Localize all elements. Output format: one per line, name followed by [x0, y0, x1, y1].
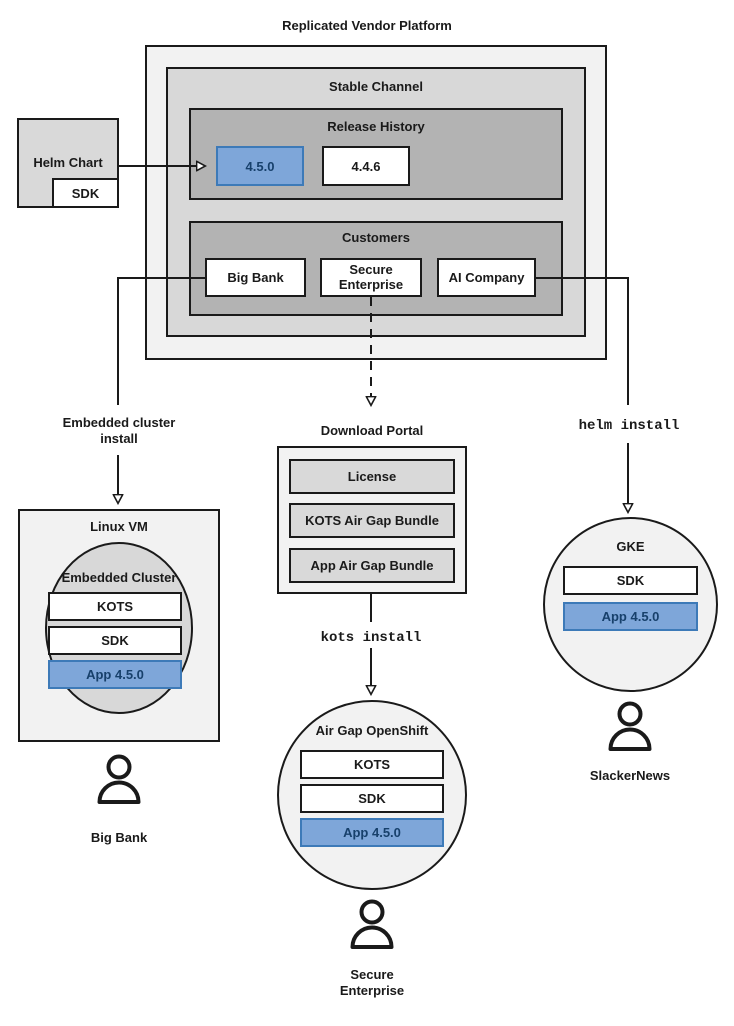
- linux-vm-title: Linux VM: [90, 519, 148, 534]
- persona-label-slackernews: SlackerNews: [589, 768, 671, 783]
- flow-label-line1: Embedded cluster: [62, 415, 176, 430]
- helm-chart-label: Helm Chart: [33, 155, 103, 170]
- diagram-title: Replicated Vendor Platform: [282, 18, 452, 33]
- customer-secure-enterprise[interactable]: Secure Enterprise: [320, 258, 422, 297]
- persona-icon-slackernews: [604, 700, 656, 752]
- openshift-component-sdk[interactable]: SDK: [300, 784, 444, 813]
- persona-icon-big-bank: [93, 753, 145, 805]
- release-4-5-0[interactable]: 4.5.0: [216, 146, 304, 186]
- flow-label-embedded-cluster-install: Embedded cluster install: [45, 415, 193, 447]
- flow-label-helm-install: helm install: [578, 418, 680, 434]
- linux-vm-component-sdk[interactable]: SDK: [48, 626, 182, 655]
- openshift-component-app[interactable]: App 4.5.0: [300, 818, 444, 847]
- customer-secure-enterprise-line1: Secure: [349, 261, 393, 277]
- flow-label-kots-install: kots install: [320, 630, 422, 646]
- customer-big-bank[interactable]: Big Bank: [205, 258, 306, 297]
- release-4-4-6[interactable]: 4.4.6: [322, 146, 410, 186]
- gke-component-app[interactable]: App 4.5.0: [563, 602, 698, 631]
- embedded-cluster-title: Embedded Cluster: [61, 570, 177, 585]
- linux-vm-component-kots[interactable]: KOTS: [48, 592, 182, 621]
- download-portal-title: Download Portal: [320, 423, 424, 438]
- download-portal-item-kots-air-gap-bundle[interactable]: KOTS Air Gap Bundle: [289, 503, 455, 538]
- release-history-title: Release History: [327, 119, 425, 134]
- persona-label-big-bank: Big Bank: [90, 830, 148, 845]
- download-portal-item-app-air-gap-bundle[interactable]: App Air Gap Bundle: [289, 548, 455, 583]
- download-portal-item-license[interactable]: License: [289, 459, 455, 494]
- customer-secure-enterprise-line2: Enterprise: [338, 276, 404, 292]
- air-gap-openshift-title: Air Gap OpenShift: [315, 723, 429, 738]
- linux-vm-component-app[interactable]: App 4.5.0: [48, 660, 182, 689]
- openshift-component-kots[interactable]: KOTS: [300, 750, 444, 779]
- gke-component-sdk[interactable]: SDK: [563, 566, 698, 595]
- flow-label-line2: install: [100, 430, 138, 446]
- helm-chart-sdk-box[interactable]: SDK: [52, 178, 119, 208]
- customer-ai-company[interactable]: AI Company: [437, 258, 536, 297]
- persona-label-secure-enterprise-line2: Enterprise: [339, 982, 405, 998]
- persona-icon-secure-enterprise: [346, 898, 398, 950]
- stable-channel-title: Stable Channel: [329, 79, 423, 94]
- gke-title: GKE: [616, 539, 645, 554]
- customers-title: Customers: [342, 230, 410, 245]
- persona-label-secure-enterprise: Secure Enterprise: [297, 967, 447, 999]
- persona-label-secure-enterprise-line1: Secure: [350, 967, 394, 982]
